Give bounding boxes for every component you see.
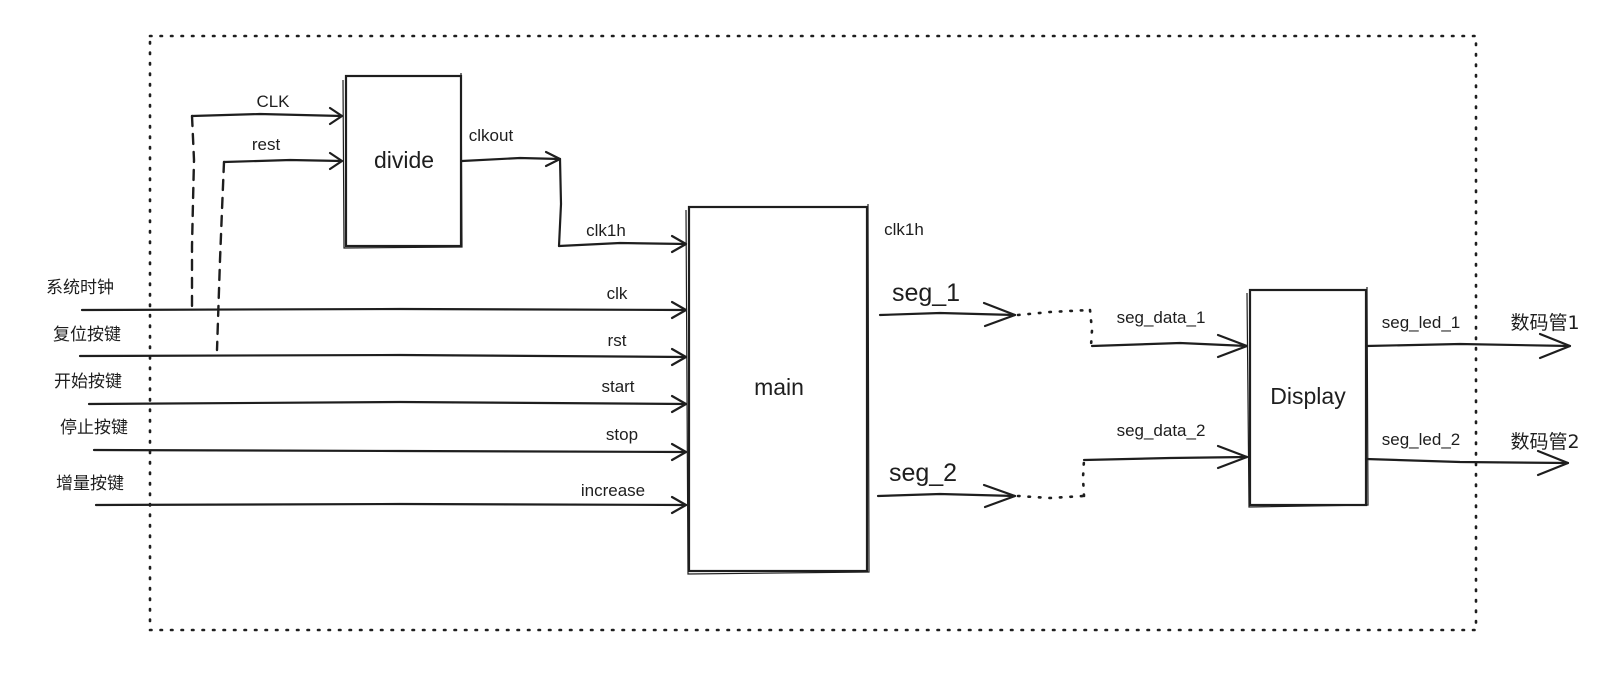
signal-label-rst: rst — [608, 331, 627, 350]
signal-label-increase: increase — [581, 481, 645, 500]
signal-label-seg-led-1: seg_led_1 — [1382, 313, 1460, 332]
signal-label-start: start — [601, 377, 634, 396]
input-label-system-clock: 系统时钟 — [46, 278, 114, 298]
signal-label-clk1h-side: clk1h — [884, 220, 924, 239]
clkout-wire — [460, 150, 688, 254]
display-output-wires — [1364, 332, 1572, 477]
input-label-increase-key: 增量按键 — [56, 474, 124, 494]
display-label: Display — [1270, 383, 1346, 409]
main-input-wires — [78, 300, 688, 515]
input-label-start-key: 开始按键 — [54, 372, 122, 392]
main-label: main — [754, 374, 804, 400]
signal-label-seg-data-1: seg_data_1 — [1117, 308, 1206, 327]
input-label-stop-key: 停止按键 — [60, 418, 128, 438]
divide-block: divide — [342, 72, 463, 249]
signal-label-clk1h-in: clk1h — [586, 221, 626, 240]
divide-input-taps — [190, 106, 344, 352]
signal-label-seg-led-2: seg_led_2 — [1382, 430, 1460, 449]
main-output-wires — [876, 301, 1249, 509]
system-boundary-frame — [148, 34, 1478, 632]
divide-label: divide — [374, 147, 434, 173]
signal-label-seg-data-2: seg_data_2 — [1117, 421, 1206, 440]
main-block: main — [685, 203, 870, 575]
signal-label-rest: rest — [252, 135, 281, 154]
signal-label-clk-upper: CLK — [256, 92, 290, 111]
input-label-reset-key: 复位按键 — [53, 325, 121, 345]
signal-label-stop: stop — [606, 425, 638, 444]
display-block: Display — [1246, 286, 1369, 508]
output-label-display-2: 数码管2 — [1510, 431, 1579, 453]
signal-label-seg-2: seg_2 — [889, 459, 957, 487]
signal-label-clk: clk — [607, 284, 628, 303]
signal-label-seg-1: seg_1 — [892, 279, 960, 307]
signal-label-clkout: clkout — [469, 126, 514, 145]
output-label-display-1: 数码管1 — [1510, 312, 1579, 334]
